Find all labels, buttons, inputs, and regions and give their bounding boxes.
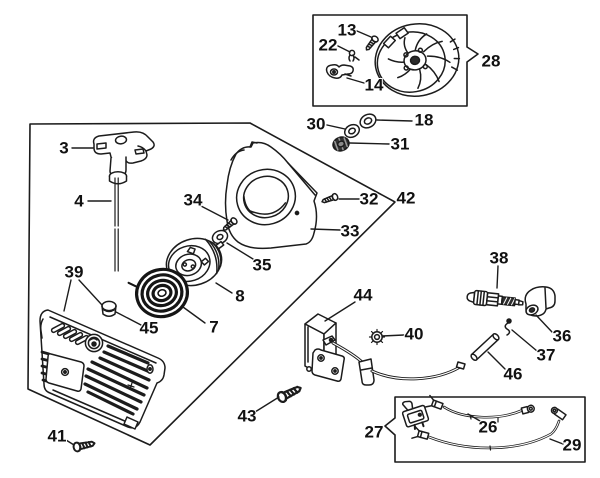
callout-29: 29 [563, 436, 582, 455]
callout-38: 38 [490, 249, 509, 268]
leader-line-29 [549, 438, 564, 445]
leader-line-39 [63, 279, 72, 312]
retaining-clip-37 [504, 318, 512, 336]
callout-43: 43 [238, 407, 257, 426]
switch-wires-group-box [384, 396, 586, 463]
spark-plug-boot [524, 286, 556, 317]
callout-28: 28 [482, 52, 501, 71]
pawl-spring-22 [348, 49, 360, 62]
leader-line-36 [535, 314, 553, 333]
leader-line-43 [254, 396, 280, 413]
callout-46: 46 [504, 365, 523, 384]
leader-line-7 [182, 306, 206, 324]
switch-wire-short [425, 394, 535, 423]
callout-26: 26 [479, 418, 498, 437]
starter-housing [39, 309, 166, 430]
callout-33: 33 [341, 222, 360, 241]
flywheel [374, 23, 461, 97]
leader-line-13 [356, 30, 372, 38]
leader-line-44 [324, 301, 356, 322]
rewind-spring [127, 267, 189, 319]
nut-40 [368, 328, 386, 346]
leader-line-14 [346, 77, 365, 84]
callout-45: 45 [140, 319, 159, 338]
leader-line-35 [226, 242, 254, 260]
leader-line-45 [115, 311, 142, 326]
spark-plug-wire [331, 341, 466, 386]
pawl-knob-45 [101, 300, 117, 317]
callout-4: 4 [74, 192, 84, 211]
screw-43 [275, 382, 304, 405]
callout-39: 39 [65, 263, 84, 282]
ignition-switch [401, 400, 430, 430]
callout-37: 37 [537, 346, 556, 365]
leader-line-38 [496, 265, 499, 289]
callout-40: 40 [405, 325, 424, 344]
starter-grip [92, 131, 155, 185]
leader-line-39 [78, 279, 103, 306]
leader-line-34 [200, 205, 229, 221]
washer-30 [343, 123, 361, 139]
leader-line-31 [349, 142, 390, 145]
fan-housing [224, 141, 318, 250]
callout-42: 42 [397, 189, 416, 208]
nut-31 [332, 136, 350, 152]
leader-line-33 [310, 228, 341, 231]
ignition-coil [304, 313, 345, 382]
screw-32 [320, 192, 340, 206]
callout-14: 14 [365, 76, 384, 95]
callout-41: 41 [48, 427, 67, 446]
leader-line-40 [381, 334, 405, 337]
callout-31: 31 [391, 135, 410, 154]
callout-34: 34 [184, 191, 203, 210]
leader-line-37 [511, 329, 538, 352]
callout-36: 36 [553, 327, 572, 346]
leader-line-30 [326, 124, 346, 130]
callout-27: 27 [365, 423, 384, 442]
leader-line-26 [467, 413, 481, 422]
callout-8: 8 [235, 287, 244, 306]
callout-30: 30 [307, 115, 326, 134]
callout-3: 3 [59, 139, 68, 158]
callout-13: 13 [338, 21, 357, 40]
washer-18 [359, 113, 377, 129]
starter-rope [114, 177, 119, 272]
callout-7: 7 [209, 318, 218, 337]
callout-32: 32 [360, 190, 379, 209]
flywheel-group-box [312, 14, 479, 107]
switch-wire-long [411, 406, 567, 451]
fuel-tube-46 [470, 332, 500, 362]
callout-18: 18 [415, 111, 434, 130]
callout-44: 44 [354, 286, 373, 305]
callout-22: 22 [319, 36, 338, 55]
leader-line-41 [65, 439, 75, 446]
starter-pawl-14 [325, 64, 354, 79]
leader-line-18 [376, 119, 413, 122]
starter-assembly-outline [27, 122, 396, 446]
callouts-layer: 3478131418222627282930313233343536373839… [47, 20, 583, 456]
leader-line-8 [215, 282, 233, 294]
screw-41 [71, 437, 97, 454]
callout-35: 35 [253, 256, 272, 275]
leader-line-46 [487, 351, 506, 370]
leader-line-22 [337, 45, 351, 53]
spark-plug [466, 289, 524, 307]
